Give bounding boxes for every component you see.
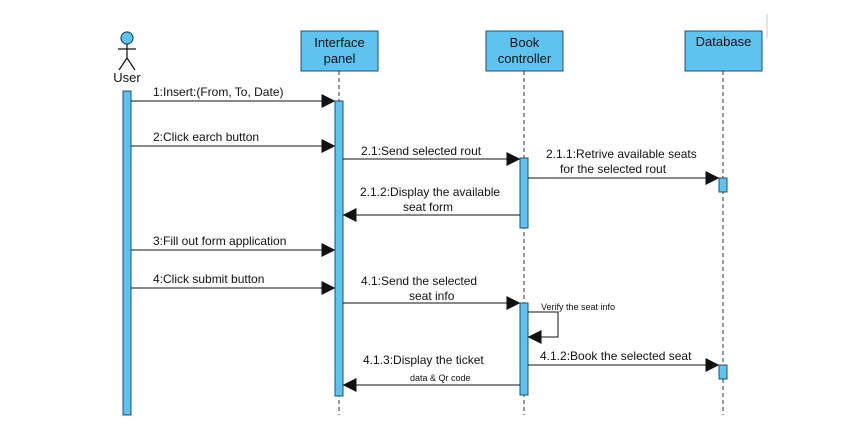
- activation-database-1: [718, 177, 728, 193]
- participant-label-line1: Interface: [314, 35, 365, 50]
- message-label-line2: data & Qr code: [410, 373, 471, 383]
- activation-user: [122, 90, 132, 416]
- stick-figure-icon: [118, 31, 136, 71]
- message-label-line1: 2.1.1:Retrive available seats: [546, 147, 697, 161]
- user-label: User: [113, 70, 141, 85]
- message-4: 2.1.1:Retrive available seats for the se…: [528, 147, 720, 185]
- participant-label-line1: Database: [696, 34, 752, 49]
- message-5: 2.1.2:Display the available seat form: [342, 185, 520, 222]
- message-7: 4:Click submit button: [131, 272, 336, 295]
- message-label-line2: seat info: [409, 289, 455, 303]
- message-label: 3:Fill out form application: [153, 234, 286, 248]
- activation-database-2: [718, 364, 728, 380]
- user-actor: User: [113, 31, 141, 85]
- message-6: 3:Fill out form application: [131, 234, 336, 257]
- message-label-line1: 4.1.3:Display the ticket: [363, 353, 484, 367]
- message-1: 1:Insert:(From, To, Date): [131, 85, 336, 108]
- message-8: 4.1:Send the selected seat info: [343, 274, 521, 310]
- message-10: 4.1.2:Book the selected seat: [528, 349, 720, 372]
- message-label: 2.1:Send selected rout: [361, 144, 482, 158]
- message-label-line2: for the selected rout: [560, 162, 667, 176]
- participant-label-line1: Book: [510, 35, 540, 50]
- participant-book-controller: Book controller: [485, 30, 564, 72]
- message-label: 2:Click earch button: [153, 130, 259, 144]
- message-label: 4.1.2:Book the selected seat: [540, 349, 692, 363]
- message-label-line1: 4.1:Send the selected: [361, 274, 477, 288]
- message-label-line1: 2.1.2:Display the available: [360, 185, 500, 199]
- message-2: 2:Click earch button: [131, 130, 336, 153]
- message-label: 4:Click submit button: [153, 272, 264, 286]
- message-label: 1:Insert:(From, To, Date): [153, 85, 283, 99]
- activation-book-2: [519, 302, 529, 396]
- participant-label-line2: panel: [324, 51, 356, 66]
- participant-interface-panel: Interface panel: [300, 30, 379, 72]
- activation-interface: [334, 100, 344, 397]
- message-label-line2: seat form: [403, 200, 453, 214]
- participant-database: Database: [684, 30, 763, 72]
- activation-book-1: [519, 157, 529, 229]
- message-label: Verify the seat info: [541, 302, 615, 312]
- message-11: 4.1.3:Display the ticket data & Qr code: [342, 353, 520, 392]
- participant-label-line2: controller: [498, 51, 552, 66]
- message-9-self: Verify the seat info: [527, 302, 615, 344]
- message-3: 2.1:Send selected rout: [343, 144, 521, 166]
